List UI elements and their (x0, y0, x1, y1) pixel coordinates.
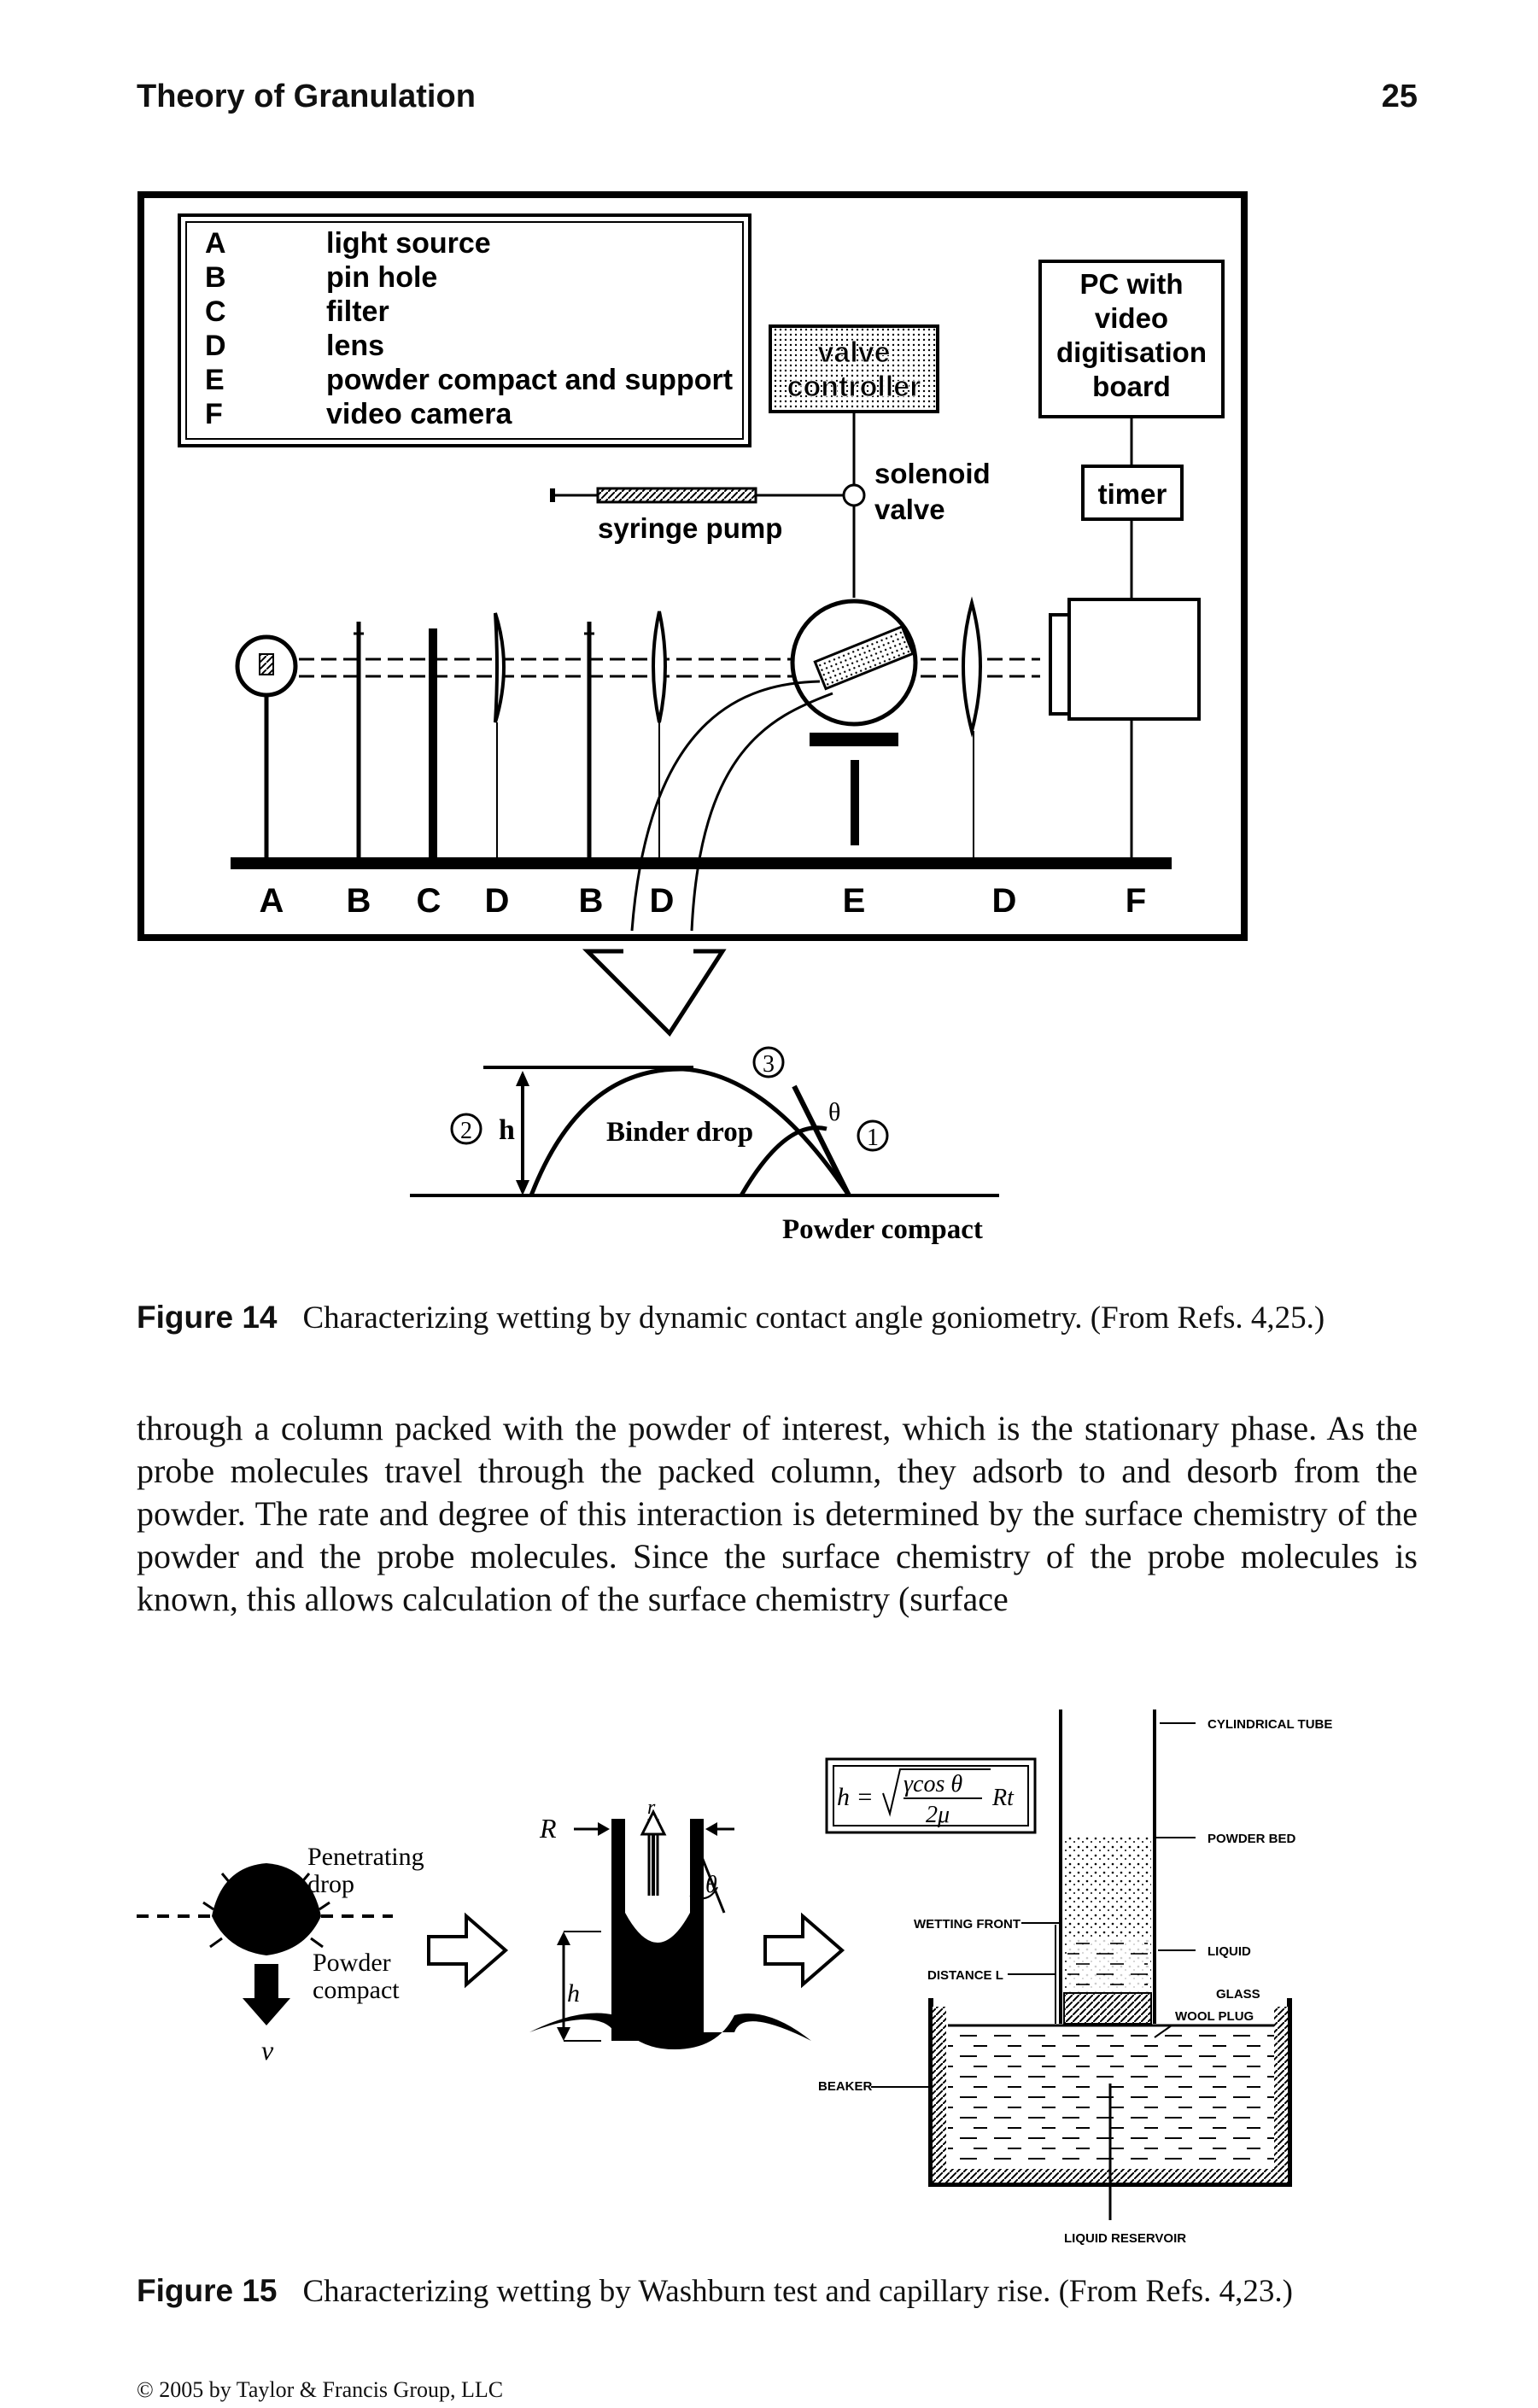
R-label: R (539, 1813, 557, 1844)
optical-rail (231, 857, 1172, 869)
body-paragraph: through a column packed with the powder … (137, 1409, 1418, 1618)
label-2: 2 (460, 1118, 472, 1144)
caption-text: Characterizing wetting by dynamic contac… (302, 1300, 1325, 1336)
rail-label: D (485, 882, 510, 920)
distance-label: DISTANCE L (927, 1968, 1003, 1983)
rail-label: D (992, 882, 1017, 920)
syringe-pump-label: syringe pump (598, 512, 782, 544)
wetting-front-label: WETTING FRONT (914, 1917, 1020, 1932)
glass-label: GLASS (1216, 1987, 1260, 2002)
liquid-label: LIQUID (1208, 1944, 1251, 1959)
apparatus-frame (137, 191, 1248, 941)
label-h: h (499, 1114, 515, 1146)
rail-label: A (260, 882, 284, 920)
solenoid-label: valve (874, 494, 945, 525)
formula-rt: Rt (991, 1785, 1015, 1811)
valve-controller-box (769, 324, 939, 413)
bed-label: POWDER BED (1208, 1832, 1296, 1846)
rail-label: C (417, 882, 442, 920)
figure-15-diagram: Penetrating drop Powder compact v θ R r … (137, 1710, 1332, 2246)
figure-15-caption: Figure 15 Characterizing wetting by Washb… (137, 2273, 1435, 2310)
caption-text: Characterizing wetting by Washburn test … (302, 2274, 1293, 2309)
binder-drop-label: Binder drop (606, 1117, 753, 1148)
pc-label: PC with (1080, 268, 1184, 300)
powder-compact-label-2: Powder (313, 1949, 391, 1977)
label-theta: θ (828, 1098, 840, 1126)
rail-label: B (579, 882, 604, 920)
penetrating-drop (212, 1863, 321, 1955)
valve-controller-label: controller (787, 371, 921, 403)
pc-label: board (1092, 371, 1171, 402)
r-label: r (647, 1797, 656, 1819)
legend-label: filter (326, 295, 389, 328)
pc-label: video (1095, 302, 1168, 334)
washburn-formula-box (825, 1757, 1037, 1834)
pc-label: digitisation (1056, 336, 1207, 368)
legend-label: powder compact and support (326, 364, 733, 396)
caption-label: Figure 14 (137, 1300, 278, 1335)
label-1: 1 (867, 1125, 879, 1151)
rail-label: B (347, 882, 371, 920)
formula-lhs: h = (837, 1783, 874, 1811)
h-label: h (567, 1979, 580, 2008)
legend-box (178, 213, 751, 447)
velocity-label: v (261, 2035, 274, 2066)
pc-box (1038, 260, 1225, 418)
running-title: Theory of Granulation (137, 79, 476, 114)
copyright-footer: © 2005 by Taylor & Francis Group, LLC (137, 2377, 504, 2402)
legend-key: A (205, 227, 226, 260)
legend-key: B (205, 261, 226, 294)
legend-key: C (205, 295, 226, 328)
figure-14-caption: Figure 14 Characterizing wetting by dynam… (137, 1300, 1435, 1336)
legend-key: E (205, 364, 225, 396)
legend-key: D (205, 330, 226, 362)
legend-label: lens (326, 330, 384, 362)
reservoir-label: LIQUID RESERVOIR (1064, 2231, 1186, 2246)
timer-label: timer (1098, 478, 1167, 510)
formula-numerator: γcos θ (904, 1771, 962, 1797)
glass-wool-plug (1063, 1992, 1152, 2025)
rail-label: E (843, 882, 866, 920)
running-head: Theory of Granulation 25 (137, 79, 1418, 121)
down-arrow (582, 949, 727, 1037)
legend-entries: A light source B pin hole C filter D len… (205, 227, 733, 430)
label-3: 3 (763, 1051, 775, 1078)
caption-label: Figure 15 (137, 2273, 278, 2308)
legend-label: video camera (326, 398, 512, 430)
wool-plug-label: WOOL PLUG (1175, 2009, 1254, 2024)
page-number: 25 (1381, 79, 1418, 114)
powder-compact-label: Powder compact (782, 1214, 983, 1245)
theta-label: θ (705, 1872, 717, 1898)
valve-controller-label: valve (817, 336, 890, 369)
solenoid-label: solenoid (874, 458, 991, 489)
tube-label: CYLINDRICAL TUBE (1208, 1717, 1332, 1732)
legend-key: F (205, 398, 223, 430)
beaker-label: BEAKER (818, 2079, 873, 2094)
figure-14-diagram: A light source B pin hole C filter D len… (137, 191, 1248, 1245)
legend-label: light source (326, 227, 491, 260)
capillary-reservoir (529, 2013, 811, 2049)
penetrating-drop-label: drop (307, 1870, 354, 1898)
powder-compact-label-2: compact (313, 1976, 400, 2004)
rail-label: D (650, 882, 675, 920)
legend-label: pin hole (326, 261, 437, 294)
penetrating-drop-label: Penetrating (307, 1843, 424, 1871)
formula-denominator: 2μ (926, 1802, 950, 1828)
rail-label: F (1126, 882, 1146, 920)
